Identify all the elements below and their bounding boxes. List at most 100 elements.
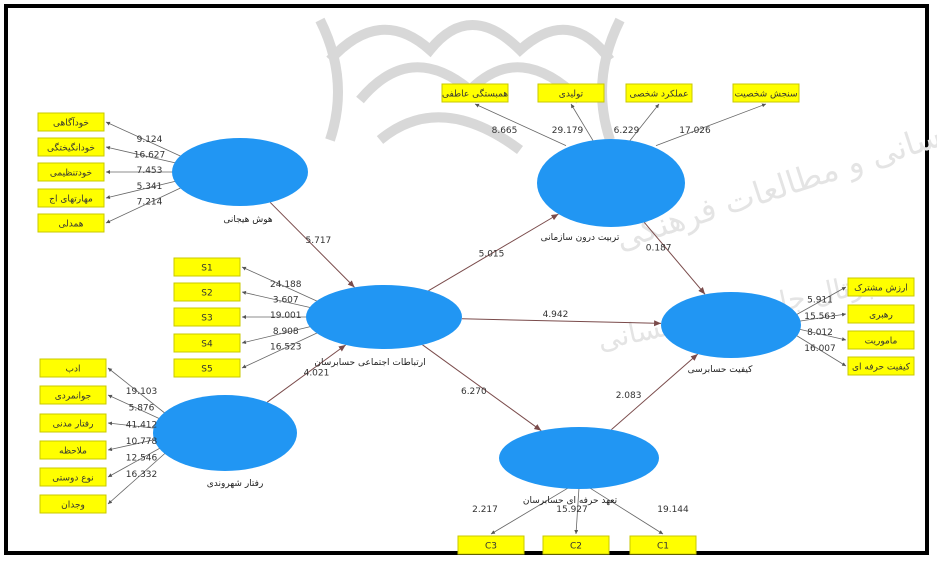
indicator-label: همدلی [59,220,84,230]
indicator-box [629,535,697,555]
indicator-label: کیفیت حرفه ای [852,363,911,373]
path-ertebatat-to-taahod [422,344,542,432]
loading-weight: 19.001 [270,311,302,321]
indicator-label: همبستگی عاطفی [442,88,508,100]
loading-weight: 6.229 [614,126,640,136]
loading-weight: 17.026 [679,126,711,136]
indicator-box [37,162,105,182]
indicator-box [847,356,915,376]
indicator-box [39,467,107,487]
indicator-box [173,257,241,277]
indicator-box [39,413,107,433]
indicator-box [39,440,107,460]
path-raftar-to-ertebatat [266,344,347,403]
indicator-box [37,112,105,132]
path-coefficient: 4.942 [543,310,569,320]
loading-line [241,328,326,369]
loading-line [793,327,847,342]
loading-line [107,367,172,419]
indicator-label: عملکرد شخصی [629,90,688,100]
indicator-label: C3 [485,542,497,552]
construct-ertebatat [306,285,462,349]
loading-weight: 16.627 [134,151,166,161]
loading-weight: 9.124 [137,135,163,145]
construct-taahod [499,427,659,489]
loading-weight: 19.144 [657,505,689,515]
indicator-box [457,535,525,555]
path-coefficient: 2.083 [616,391,642,401]
construct-label-taahod: تعهد حرفه ای حسابرسان [523,496,618,506]
indicator-box [39,385,107,405]
loading-line [655,103,767,146]
indicator-label: S5 [201,365,212,375]
construct-raftar [153,395,297,471]
indicator-label: نوع دوستی [52,474,94,484]
loading-line [793,286,847,317]
path-taahod-to-kefiat [611,353,699,431]
loading-weight: 5.341 [137,182,163,192]
indicator-label: وجدان [61,501,85,511]
loading-line [241,266,326,306]
indicator-box [732,83,800,103]
loading-weight: 7.453 [137,166,163,176]
indicator-label: C2 [570,542,582,552]
path-tarbiatDaroni-to-kefiat [643,221,706,295]
loading-weight: 16.007 [804,344,836,354]
loading-weight: 16.332 [126,470,158,480]
indicator-box [173,333,241,353]
indicator-label: S4 [201,340,213,350]
loading-weight: 8.908 [273,327,299,337]
indicator-label: S2 [201,289,212,299]
loading-weight: 5.911 [807,296,833,306]
path-coefficient: 0.187 [646,243,672,253]
loading-weight: 10.778 [126,437,158,447]
path-coefficient: 4.021 [304,369,330,379]
indicator-box [847,330,915,350]
construct-label-tarbiatDaroni: تربیت درون سازمانی [541,233,620,243]
indicator-label: خودتنظیمی [50,169,92,179]
loading-weight: 7.214 [137,198,163,208]
indicator-label: مهارتهای اج [49,195,93,205]
indicator-box [537,83,605,103]
path-hooshHayjani-to-ertebatat [269,202,355,288]
indicator-box [173,307,241,327]
loading-line [793,333,847,367]
indicator-label: خودآگاهی [53,117,89,129]
loading-line [588,487,664,535]
indicator-label: رفتار مدنی [53,420,94,430]
loading-weight: 19.103 [126,387,158,397]
loading-weight: 12.546 [126,454,158,464]
indicator-label: تولیدی [559,90,584,100]
construct-tarbiatDaroni [537,139,685,227]
loading-weight: 8.665 [492,126,518,136]
loading-line [574,487,580,535]
indicator-box [173,358,241,378]
indicator-label: ملاحظه [59,447,87,457]
path-coefficient: 5.717 [306,236,332,246]
indicator-label: سنجش شخصیت [734,90,797,100]
loading-line [625,103,660,146]
path-coefficient: 6.270 [461,387,487,397]
construct-label-ertebatat: ارتباطات اجتماعی حسابرسان [314,358,425,368]
indicator-label: ارزش مشترک [854,283,908,294]
indicator-label: جوانمردی [55,392,91,402]
indicator-label: S1 [201,264,212,274]
loading-weight: 15.563 [804,312,836,322]
indicator-box [625,83,693,103]
loading-line [105,183,190,224]
indicator-label: ماموریت [865,337,898,347]
indicator-box [542,535,610,555]
loading-line [107,447,172,505]
path-coefficient: 5.015 [479,249,505,259]
loading-weight: 2.217 [472,505,498,515]
indicator-box [37,213,105,233]
construct-kefiat [661,292,801,358]
loading-weight: 41.412 [126,421,158,431]
loading-line [490,487,570,535]
indicator-box [39,358,107,378]
path-ertebatat-to-tarbiatDaroni [428,213,559,292]
